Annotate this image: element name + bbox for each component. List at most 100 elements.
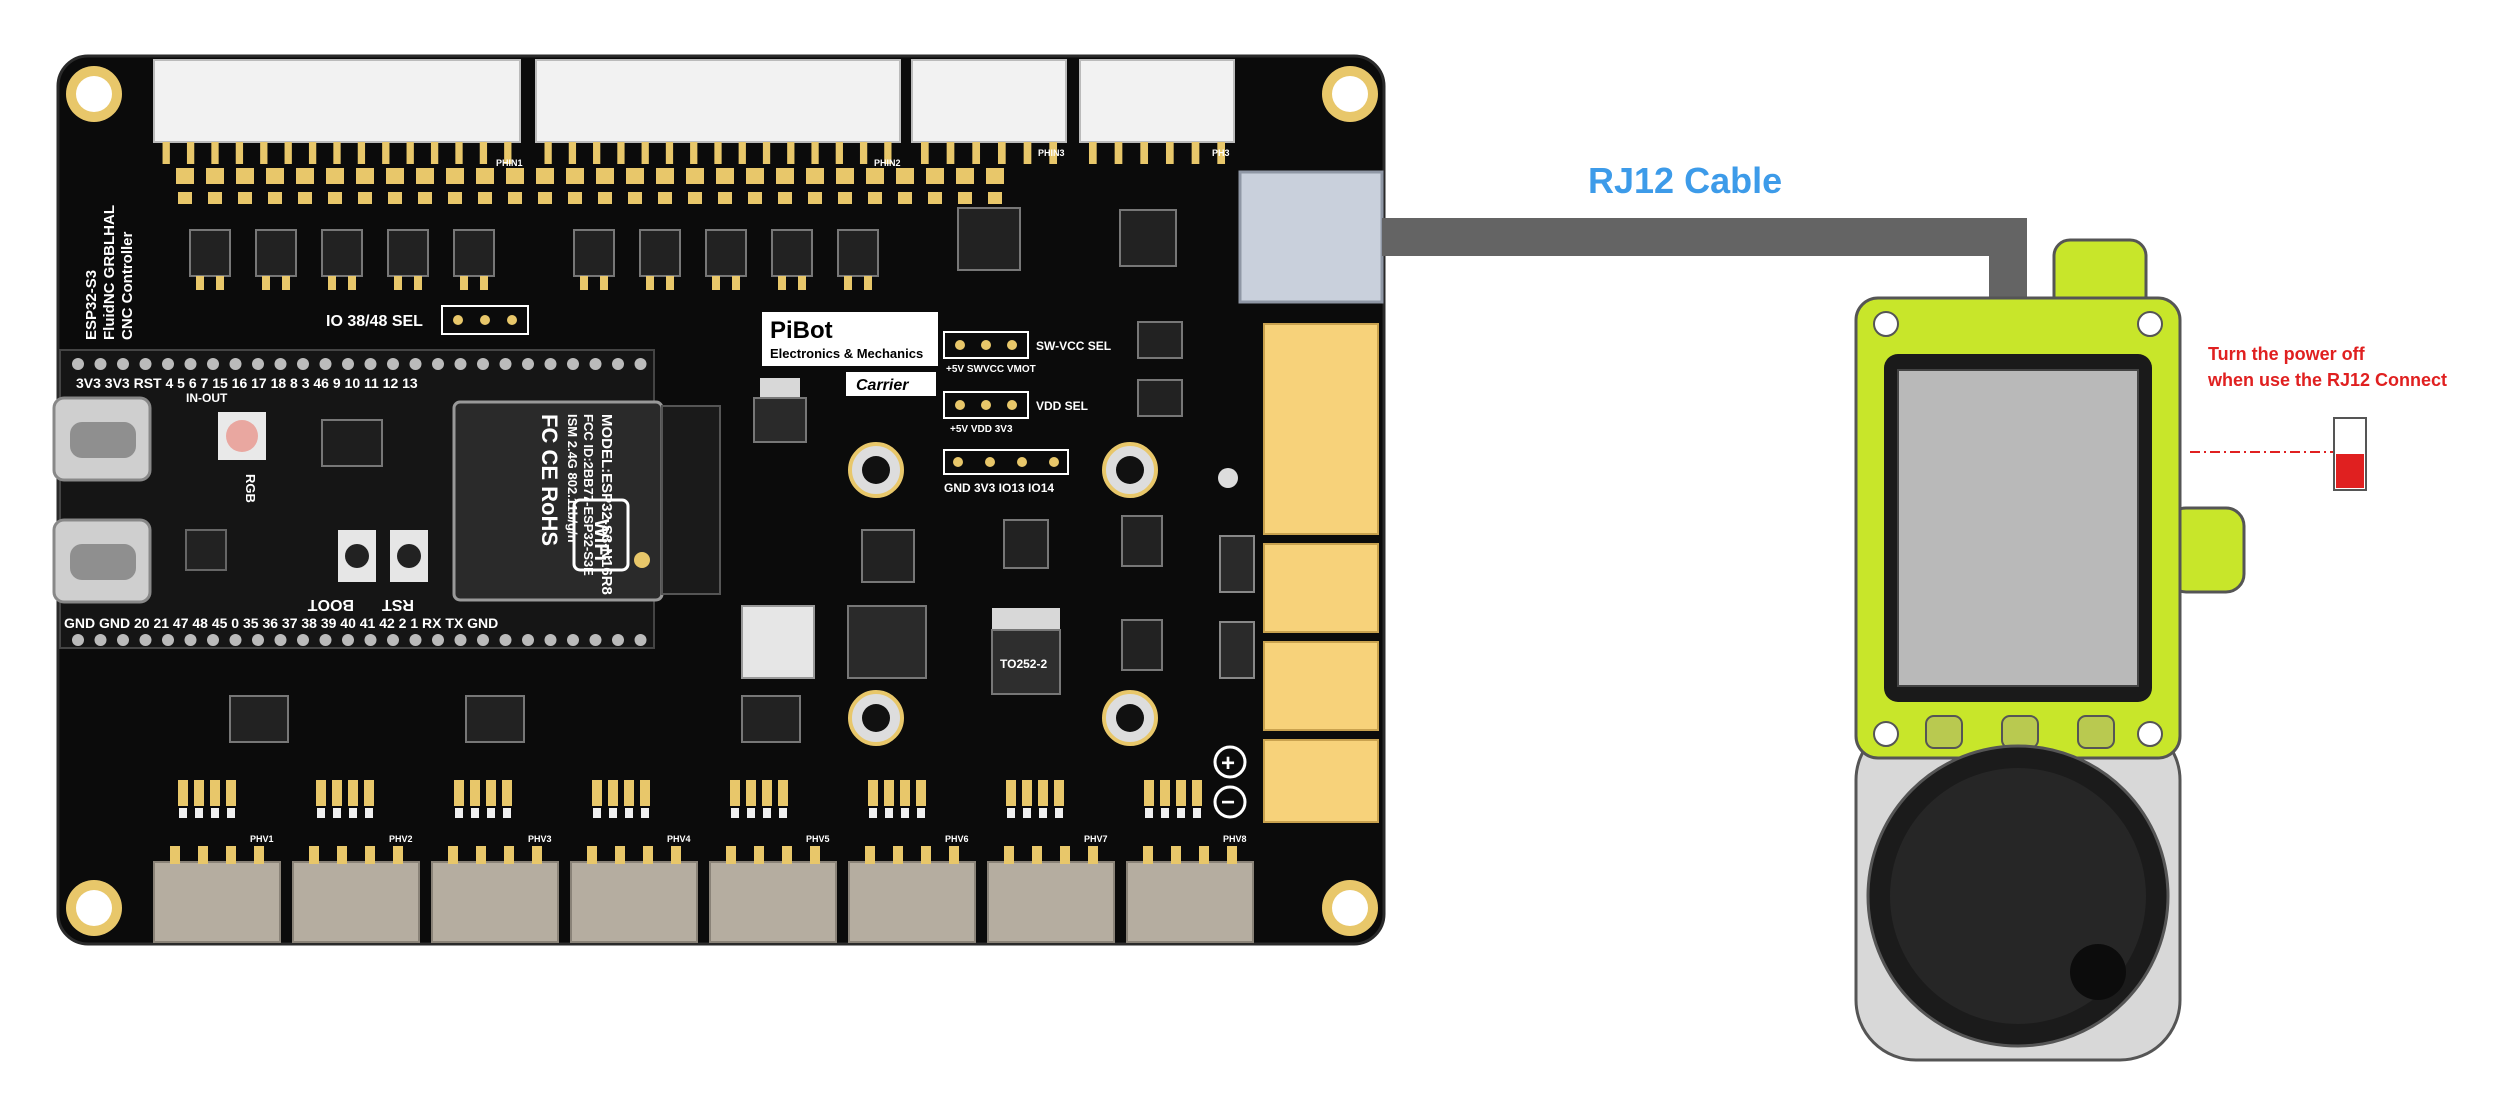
- smd-pad: [866, 168, 884, 184]
- fuse: [1219, 535, 1255, 593]
- connector-pin: [504, 142, 512, 164]
- optocoupler-pin: [844, 276, 852, 290]
- header-pin: [454, 634, 467, 646]
- led-pad: [608, 780, 618, 806]
- led-pad: [746, 780, 756, 806]
- smd-pad: [836, 168, 854, 184]
- smd-pad: [838, 192, 852, 204]
- header-pin: [184, 634, 197, 646]
- led-pad: [454, 780, 464, 806]
- smd-pad: [298, 192, 312, 204]
- board-title-line-2: FluidNC GRBLHAL: [101, 205, 118, 340]
- connector-pin: [762, 142, 771, 164]
- phv-connector: [709, 861, 837, 943]
- optocoupler-pin: [732, 276, 740, 290]
- header-pin: [94, 634, 107, 646]
- smd-pad: [596, 168, 614, 184]
- handwheel-knob[interactable]: [2070, 944, 2126, 1000]
- phv-pin: [309, 846, 319, 864]
- phv-label: PHV3: [528, 834, 552, 844]
- chip-u11: [741, 695, 801, 743]
- carrier-label: Carrier: [856, 377, 909, 394]
- phv-pin: [393, 846, 403, 864]
- power-connector-main[interactable]: [1263, 323, 1379, 535]
- power-connector-2[interactable]: [1263, 543, 1379, 633]
- connector-pin: [162, 142, 170, 164]
- optocoupler-pin: [216, 276, 224, 290]
- phv-pin: [1199, 846, 1209, 864]
- mounting-hole-bl: [66, 880, 122, 936]
- smd-pad: [776, 168, 794, 184]
- optocoupler: [573, 229, 615, 277]
- pendant-key-1[interactable]: [1925, 715, 1963, 749]
- smd-pad: [628, 192, 642, 204]
- header-pin: [634, 358, 647, 370]
- phv-pin: [476, 846, 486, 864]
- board-title-line-1: ESP32-S3: [83, 270, 100, 340]
- led-pad: [1144, 780, 1154, 806]
- phv-pin: [949, 846, 959, 864]
- resistor-body: [1039, 808, 1047, 818]
- connector-pin: [357, 142, 366, 164]
- phv-pin: [532, 846, 542, 864]
- rj12-jack[interactable]: [1238, 170, 1384, 304]
- phv-connector: [570, 861, 698, 943]
- smd-pad: [448, 192, 462, 204]
- resistor-body: [195, 808, 203, 818]
- pendant-key-2[interactable]: [2001, 715, 2039, 749]
- phv-pin: [365, 846, 375, 864]
- smd-pad: [416, 168, 434, 184]
- io-sel-jumper[interactable]: [441, 305, 529, 335]
- header-pin: [387, 358, 399, 370]
- led-pad: [916, 780, 926, 806]
- rst-button[interactable]: [390, 530, 428, 582]
- gpio-header[interactable]: [943, 449, 1069, 475]
- pibot-logo: PiBot Electronics & Mechanics Carrier: [762, 312, 938, 396]
- connector-pin: [568, 142, 577, 164]
- optocoupler: [837, 229, 879, 277]
- usb-bridge-chip: [185, 529, 227, 571]
- power-connector-4[interactable]: [1263, 739, 1379, 823]
- connector-pin: [835, 142, 843, 164]
- sw-vcc-jumper[interactable]: [943, 331, 1029, 359]
- chip-u4: [957, 207, 1021, 271]
- header-pin: [207, 358, 219, 370]
- header-pin: [162, 634, 174, 646]
- phv-pin: [1227, 846, 1237, 864]
- smd-pad: [898, 192, 912, 204]
- led-pad: [778, 780, 788, 806]
- header-pin: [432, 358, 444, 370]
- smd-pad: [718, 192, 732, 204]
- pendant-key-3[interactable]: [2077, 715, 2115, 749]
- connector-pin: [593, 142, 601, 164]
- header-pin: [432, 634, 444, 646]
- boot-button[interactable]: [338, 530, 376, 582]
- resistor-body: [779, 808, 787, 818]
- header-pin: [454, 358, 467, 370]
- optocoupler: [639, 229, 681, 277]
- note-line-2: when use the RJ12 Connect: [2207, 370, 2447, 390]
- connector-pin: [690, 142, 698, 164]
- smd-pad: [268, 192, 282, 204]
- header-pin: [364, 358, 377, 370]
- connector-pin: [920, 142, 929, 164]
- sot223-regulator: [753, 397, 807, 443]
- connector-pin: [738, 142, 746, 164]
- connector-pin: [859, 142, 868, 164]
- label-phin1: PHIN1: [496, 158, 523, 168]
- wifi-logo: WiFi: [590, 519, 612, 561]
- header-pin: [342, 358, 354, 370]
- vdd-jumper[interactable]: [943, 391, 1029, 419]
- header-pin: [297, 358, 309, 370]
- smd-pad: [956, 168, 974, 184]
- vdd-sel-label: VDD SEL: [1036, 399, 1088, 413]
- phv-pin: [1004, 846, 1014, 864]
- led-pad: [1022, 780, 1032, 806]
- power-connector-3[interactable]: [1263, 641, 1379, 731]
- led-pad: [868, 780, 878, 806]
- smd-pad: [478, 192, 492, 204]
- smd-pad: [656, 168, 674, 184]
- phv-label: PHV1: [250, 834, 274, 844]
- chip-u9: [229, 695, 289, 743]
- rst-label: RST: [382, 596, 414, 613]
